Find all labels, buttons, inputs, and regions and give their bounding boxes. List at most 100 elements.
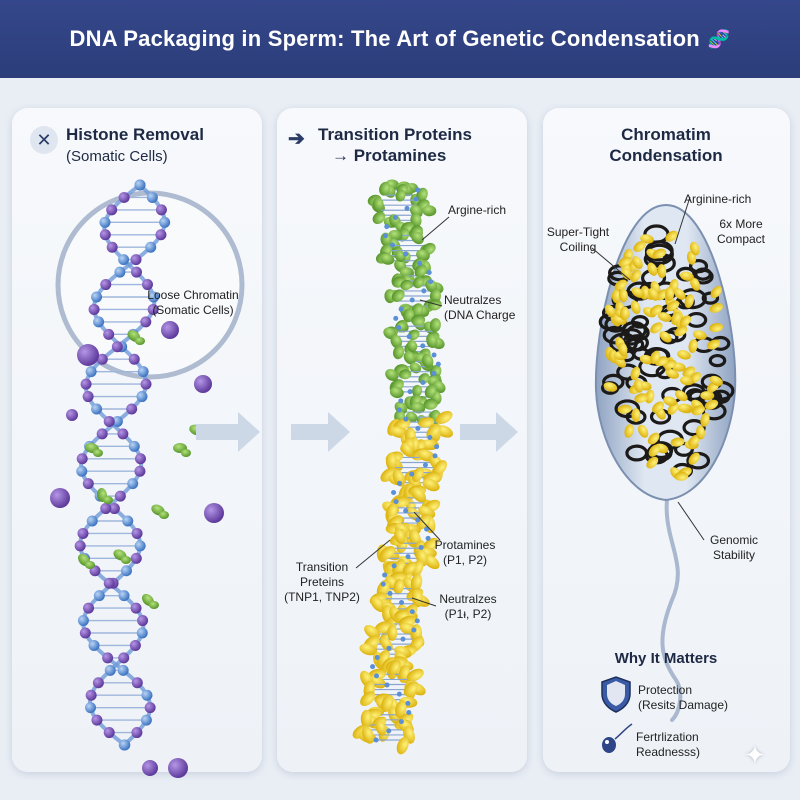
label-protamines: Protamines (P1, P2) — [430, 538, 500, 568]
dna-backbone-bead — [393, 499, 399, 505]
nucleotide-bead — [130, 254, 142, 266]
nucleotide-bead — [88, 303, 100, 315]
panel3-title: Chromatim Condensation — [560, 124, 772, 166]
protamine-bead — [677, 403, 692, 413]
protamine-bead — [631, 408, 641, 423]
chromatin-coil — [685, 311, 708, 328]
label-genomic-stability-line1: Genomic — [709, 533, 759, 547]
dna-backbone-bead — [428, 279, 434, 285]
label-neutralizes-dna: Neutralzes (DNA Charge — [444, 293, 515, 323]
protamine-bead — [647, 262, 658, 276]
transition-protein-bead — [411, 231, 424, 245]
nucleotide-bead — [88, 639, 100, 651]
nucleotide-bead — [103, 727, 115, 739]
transition-protein-fragment — [103, 496, 113, 504]
label-loose-chromatin-line2: (Somatic Cells) — [152, 303, 234, 317]
protamine-bead — [418, 417, 435, 428]
dna-backbone-bead — [405, 700, 411, 706]
protamine-bead — [620, 267, 633, 280]
transition-protein-bead — [427, 299, 442, 311]
protamine-bead — [631, 287, 645, 298]
panel1-title: Histone Removal (Somatic Cells) — [66, 124, 246, 167]
nucleotide-bead — [136, 627, 148, 639]
dna-backbone-bead — [398, 719, 404, 725]
wrench-screwdriver-icon: ✕ — [30, 126, 58, 154]
dna-backbone-bead — [384, 224, 390, 230]
page-title: DNA Packaging in Sperm: The Art of Genet… — [0, 0, 800, 78]
protamine-bead — [611, 289, 621, 304]
dna-backbone-bead — [427, 435, 433, 440]
protamine-bead — [411, 487, 427, 503]
dna-backbone-bead — [396, 691, 402, 697]
dna-backbone-bead — [387, 590, 393, 596]
chromatin-coil — [625, 337, 645, 352]
protamine-bead — [406, 668, 424, 682]
nucleotide-bead — [93, 590, 105, 602]
protamine-bead — [675, 390, 688, 402]
protamine-bead — [632, 256, 643, 269]
transition-protein-bead — [414, 264, 427, 278]
protamine-bead — [403, 681, 419, 697]
transition-protein-bead — [413, 276, 424, 289]
transition-protein-bead — [399, 369, 412, 380]
condensed-chromatin — [598, 224, 735, 481]
dna-backbone-bead — [391, 563, 397, 569]
nucleotide-bead — [155, 204, 167, 216]
dna-backbone-bead — [382, 572, 388, 578]
protamine-bead — [706, 339, 721, 350]
panel2-title-line1: Transition Proteins — [318, 125, 472, 144]
transition-protein-fragment — [159, 511, 169, 519]
nucleotide-bead — [99, 216, 111, 228]
protamine-bead — [385, 452, 397, 471]
nucleotide-bead — [146, 191, 158, 203]
dna-backbone-bead — [411, 627, 417, 633]
nucleotide-bead — [77, 527, 89, 539]
protamine-bead — [646, 456, 659, 469]
protamine-bead — [674, 471, 689, 481]
histone-sphere — [204, 503, 224, 523]
dna-backbone-bead — [380, 581, 386, 587]
label-fertilization-line1: Fertrlization — [636, 730, 699, 744]
nucleotide-bead — [134, 179, 146, 191]
protamine-bead — [695, 425, 706, 440]
dna-backbone-bead — [424, 526, 430, 532]
arrow-right-icon: ➔ — [288, 128, 305, 150]
dna-backbone-bead — [391, 490, 397, 495]
transition-protein-bead — [379, 181, 391, 196]
histone-sphere — [50, 488, 70, 508]
protamine-bead — [418, 505, 436, 519]
protamine-bead — [647, 432, 660, 445]
dna-backbone-bead — [425, 535, 431, 541]
dna-backbone-bead — [373, 737, 379, 743]
protamine-bead — [618, 342, 628, 357]
nucleotide-bead — [108, 503, 120, 515]
nucleotide-bead — [118, 652, 130, 664]
nucleotide-bead — [131, 677, 143, 689]
dna-backbone-bead — [403, 251, 409, 257]
panel1-title-line2: (Somatic Cells) — [66, 148, 168, 165]
nucleotide-bead — [118, 254, 130, 266]
protamine-bead — [392, 559, 406, 576]
label-neutralizes-protamines-line1: Neutralzes — [439, 592, 497, 606]
dna-backbone-bead — [407, 389, 413, 395]
dna-backbone-bead — [418, 545, 424, 550]
protamine-bead — [410, 573, 423, 592]
protamine-bead — [693, 330, 707, 340]
label-transition-proteins: Transition Preteins (TNP1, TNP2) — [284, 560, 360, 605]
nucleotide-bead — [103, 415, 115, 427]
nucleotide-bead — [100, 503, 112, 515]
dna-backbone-bead — [434, 444, 440, 450]
sparkle-icon: ✦ — [744, 740, 766, 770]
protamine-bead — [435, 410, 453, 424]
protamine-bead — [604, 304, 616, 318]
dna-backbone-bead — [431, 370, 437, 376]
protamine-bead — [688, 339, 698, 353]
protamine-bead — [680, 271, 694, 281]
label-super-tight-coiling-line1: Super-Tight — [546, 225, 610, 239]
nucleotide-bead — [92, 677, 104, 689]
transition-protein-bead — [396, 322, 409, 333]
protamine-bead — [375, 720, 387, 736]
nucleotide-bead — [102, 652, 114, 664]
dna-backbone-bead — [413, 196, 419, 202]
nucleotide-bead — [76, 453, 88, 465]
